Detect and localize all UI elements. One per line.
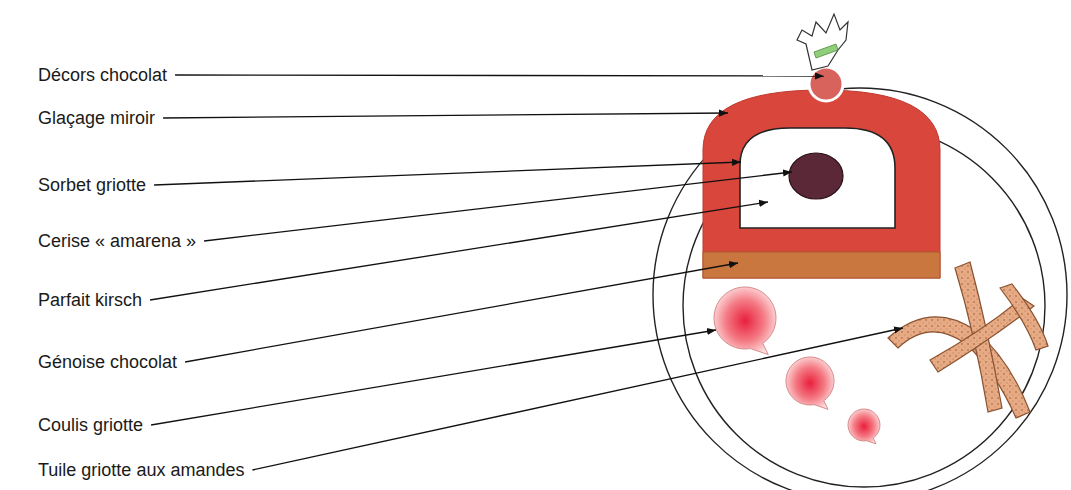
leader-line xyxy=(204,172,792,241)
part-label: Coulis griotte xyxy=(38,414,143,436)
tuile-strip xyxy=(1000,284,1048,350)
leader-line xyxy=(252,328,903,470)
leader-line xyxy=(185,263,738,362)
decor-sail xyxy=(797,14,848,70)
leader-line xyxy=(151,330,716,425)
part-label: Glaçage miroir xyxy=(38,107,155,129)
tuile-strip xyxy=(888,317,1030,418)
leader-line xyxy=(150,202,768,300)
part-label: Sorbet griotte xyxy=(38,174,146,196)
parfait-insert xyxy=(740,128,895,228)
part-label: Décors chocolat xyxy=(38,64,167,86)
leader-line xyxy=(154,162,741,185)
part-label: Tuile griotte aux amandes xyxy=(38,459,244,481)
part-label: Génoise chocolat xyxy=(38,351,177,373)
plate-rim xyxy=(653,88,1067,490)
coulis-drop xyxy=(848,409,880,444)
chocolate-decor xyxy=(809,67,843,101)
part-label: Parfait kirsch xyxy=(38,289,142,311)
coulis-drop xyxy=(714,287,776,355)
part-label: Cerise « amarena » xyxy=(38,230,196,252)
genoise-layer xyxy=(703,252,940,278)
leader-line xyxy=(175,75,824,76)
decor-band xyxy=(814,44,838,58)
coulis-drop xyxy=(786,357,834,409)
amarena-cherry xyxy=(789,153,843,199)
leader-line xyxy=(163,113,728,118)
glaze-dome xyxy=(703,90,940,278)
